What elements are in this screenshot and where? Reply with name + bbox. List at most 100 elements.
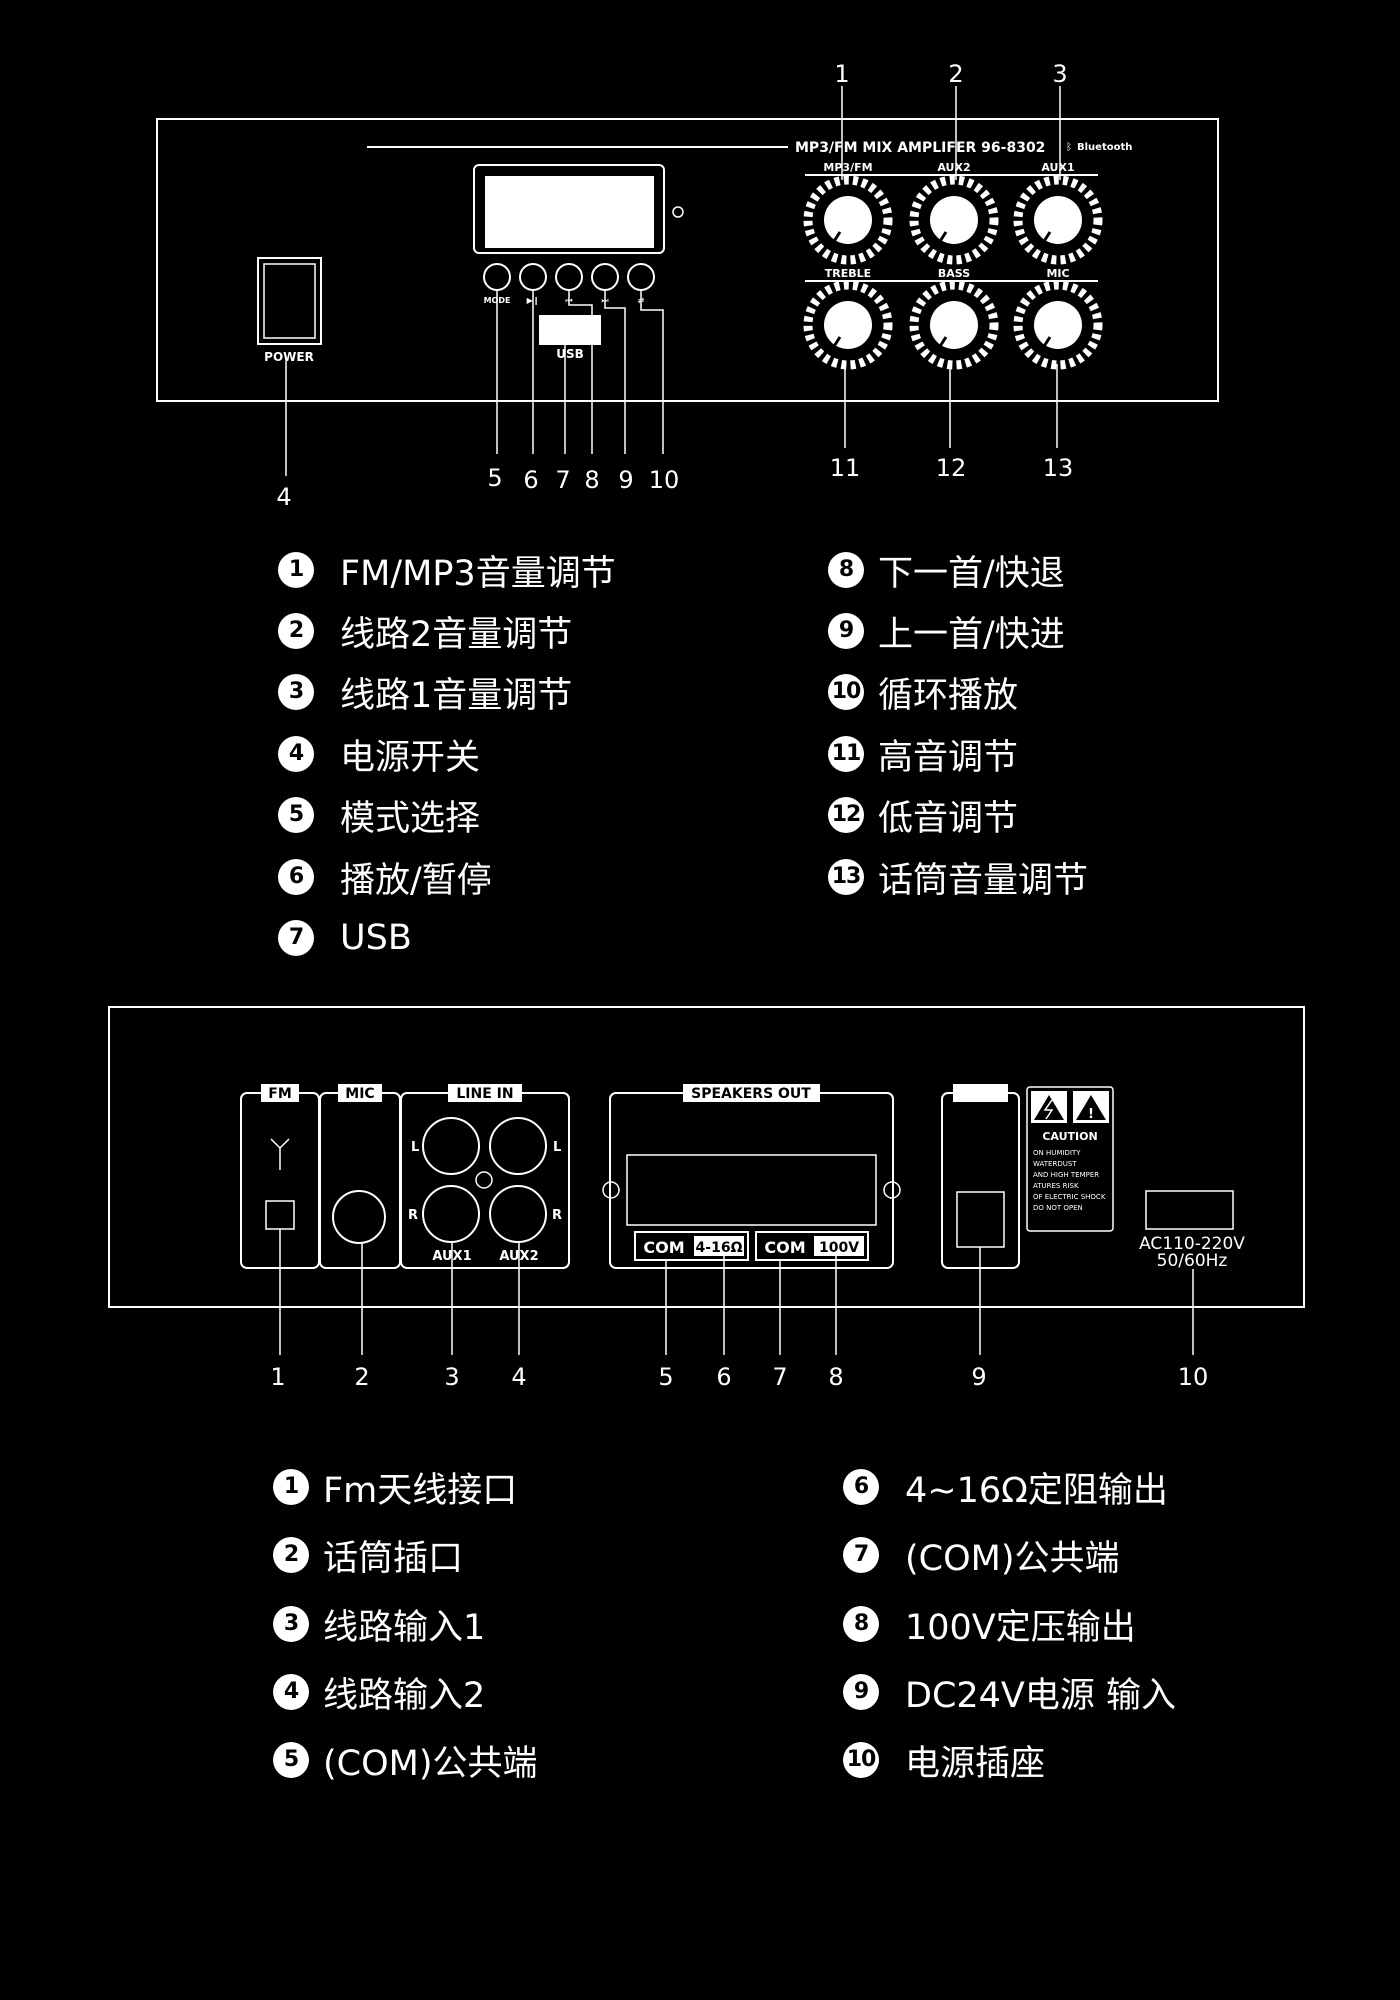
- aux1-left-jack[interactable]: [422, 1117, 480, 1175]
- legend-text: 100V定压输出: [905, 1607, 1136, 1648]
- repeat-button[interactable]: [627, 263, 655, 291]
- legend-text: 模式选择: [340, 798, 481, 839]
- legend-number: 10: [828, 674, 864, 710]
- knob-label-mp3fm: MP3/FM: [823, 161, 872, 174]
- legend-text: 播放/暂停: [340, 860, 492, 901]
- ac-frequency-label: 50/60Hz: [1157, 1251, 1228, 1271]
- model-title: MP3/FM MIX AMPLIFER 96-8302: [795, 140, 1045, 156]
- knob-label-mic: MIC: [1046, 267, 1069, 280]
- front-callout-4: 4: [276, 483, 291, 511]
- legend-number: 13: [828, 859, 864, 895]
- ir-sensor: [672, 206, 684, 218]
- bluetooth-label: Bluetooth: [1077, 142, 1132, 153]
- ohm-terminal-tag: [694, 1236, 744, 1256]
- next-button[interactable]: [591, 263, 619, 291]
- legend-number: 6: [278, 859, 314, 895]
- rear-callout-1: 1: [270, 1363, 285, 1391]
- fm-antenna-jack[interactable]: [265, 1200, 295, 1230]
- front-callout-6: 6: [523, 466, 538, 494]
- legend-number: 2: [273, 1537, 309, 1573]
- legend-text: FM/MP3音量调节: [340, 553, 616, 594]
- mode-button[interactable]: [483, 263, 511, 291]
- aux2-volume-knob[interactable]: [914, 180, 994, 260]
- legend-number: 1: [273, 1469, 309, 1505]
- legend-text: 线路输入2: [323, 1675, 486, 1716]
- list-item: 7 (COM)公共端: [843, 1532, 1120, 1579]
- legend-text: 线路输入1: [323, 1607, 486, 1648]
- legend-text: (COM)公共端: [905, 1538, 1120, 1579]
- rear-callouts: 1 2 3 4 5 6 7 8 9 10: [270, 1363, 1208, 1391]
- legend-text: 上一首/快进: [878, 614, 1065, 655]
- legend-text: Fm天线接口: [323, 1470, 518, 1511]
- legend-text: 线路2音量调节: [340, 614, 573, 655]
- front-leader-lines: [285, 86, 1061, 476]
- rear-panel-outline: [108, 1006, 1305, 1308]
- caution-line: AND HIGH TEMPER: [1033, 1171, 1099, 1179]
- line-in-label: LINE IN: [456, 1086, 513, 1102]
- legend-number: 9: [843, 1674, 879, 1710]
- aux2-left-jack[interactable]: [489, 1117, 547, 1175]
- bass-knob[interactable]: [914, 285, 994, 365]
- treble-knob[interactable]: [808, 285, 888, 365]
- usb-port[interactable]: [539, 315, 601, 345]
- line-in-r-right: R: [552, 1208, 562, 1223]
- legend-number: 1: [278, 552, 314, 588]
- list-item: 3 线路输入1: [273, 1601, 486, 1648]
- list-item: 1 FM/MP3音量调节: [278, 547, 616, 594]
- list-item: 6 播放/暂停: [278, 854, 492, 901]
- legend-text: 电源开关: [340, 737, 481, 778]
- com-terminal-2[interactable]: COM: [764, 1238, 805, 1257]
- mic-volume-knob[interactable]: [1018, 285, 1098, 365]
- legend-number: 7: [278, 920, 314, 956]
- line-in-l-right: L: [553, 1140, 561, 1155]
- mic-jack[interactable]: [332, 1190, 386, 1244]
- exclamation-icon: !: [1088, 1107, 1094, 1122]
- knob-label-aux1: AUX1: [1041, 161, 1074, 174]
- legend-text: 低音调节: [878, 798, 1019, 839]
- legend-text: 线路1音量调节: [340, 675, 573, 716]
- com-terminal-1[interactable]: COM: [643, 1238, 684, 1257]
- v100-terminal[interactable]: 100V: [819, 1240, 859, 1256]
- legend-number: 3: [273, 1606, 309, 1642]
- power-switch[interactable]: [257, 257, 322, 345]
- speaker-terminal-group-2: [755, 1231, 869, 1261]
- prev-button[interactable]: [555, 263, 583, 291]
- legend-text: DC24V电源 输入: [905, 1675, 1176, 1716]
- power-switch-rocker: [263, 263, 316, 339]
- line-in-l-left: L: [411, 1140, 419, 1155]
- play-pause-button[interactable]: [519, 263, 547, 291]
- mp3fm-volume-knob[interactable]: [808, 180, 888, 260]
- aux1-right-jack[interactable]: [422, 1185, 480, 1243]
- speakers-out-label-tag: [683, 1084, 820, 1102]
- bluetooth-icon: ᛒ: [1066, 142, 1072, 153]
- caution-lines: ON HUMIDITY WATERDUST AND HIGH TEMPER AT…: [1033, 1149, 1106, 1212]
- rear-callout-8: 8: [828, 1363, 843, 1391]
- rear-callout-7: 7: [772, 1363, 787, 1391]
- legend-text: 4~16Ω定阻输出: [905, 1470, 1168, 1511]
- mic-block: [319, 1092, 401, 1269]
- legend-text: 下一首/快退: [878, 553, 1065, 594]
- legend-number: 7: [843, 1537, 879, 1573]
- legend-number: 3: [278, 674, 314, 710]
- ac-power-socket[interactable]: [1145, 1190, 1234, 1230]
- legend-text: (COM)公共端: [323, 1743, 538, 1784]
- ohm-terminal[interactable]: 4-16Ω: [696, 1240, 743, 1256]
- legend-text: 高音调节: [878, 737, 1019, 778]
- aux2-right-jack[interactable]: [489, 1185, 547, 1243]
- legend-text: 电源插座: [905, 1743, 1046, 1784]
- rear-callout-9: 9: [971, 1363, 986, 1391]
- power-label: POWER: [264, 350, 314, 364]
- line-in-r-left: R: [408, 1208, 418, 1223]
- front-callout-13: 13: [1043, 454, 1074, 482]
- dc24v-power-jack[interactable]: [956, 1191, 1005, 1248]
- legend-number: 11: [828, 736, 864, 772]
- rear-callout-5: 5: [658, 1363, 673, 1391]
- usb-label: USB: [556, 347, 584, 361]
- aux1-volume-knob[interactable]: [1018, 180, 1098, 260]
